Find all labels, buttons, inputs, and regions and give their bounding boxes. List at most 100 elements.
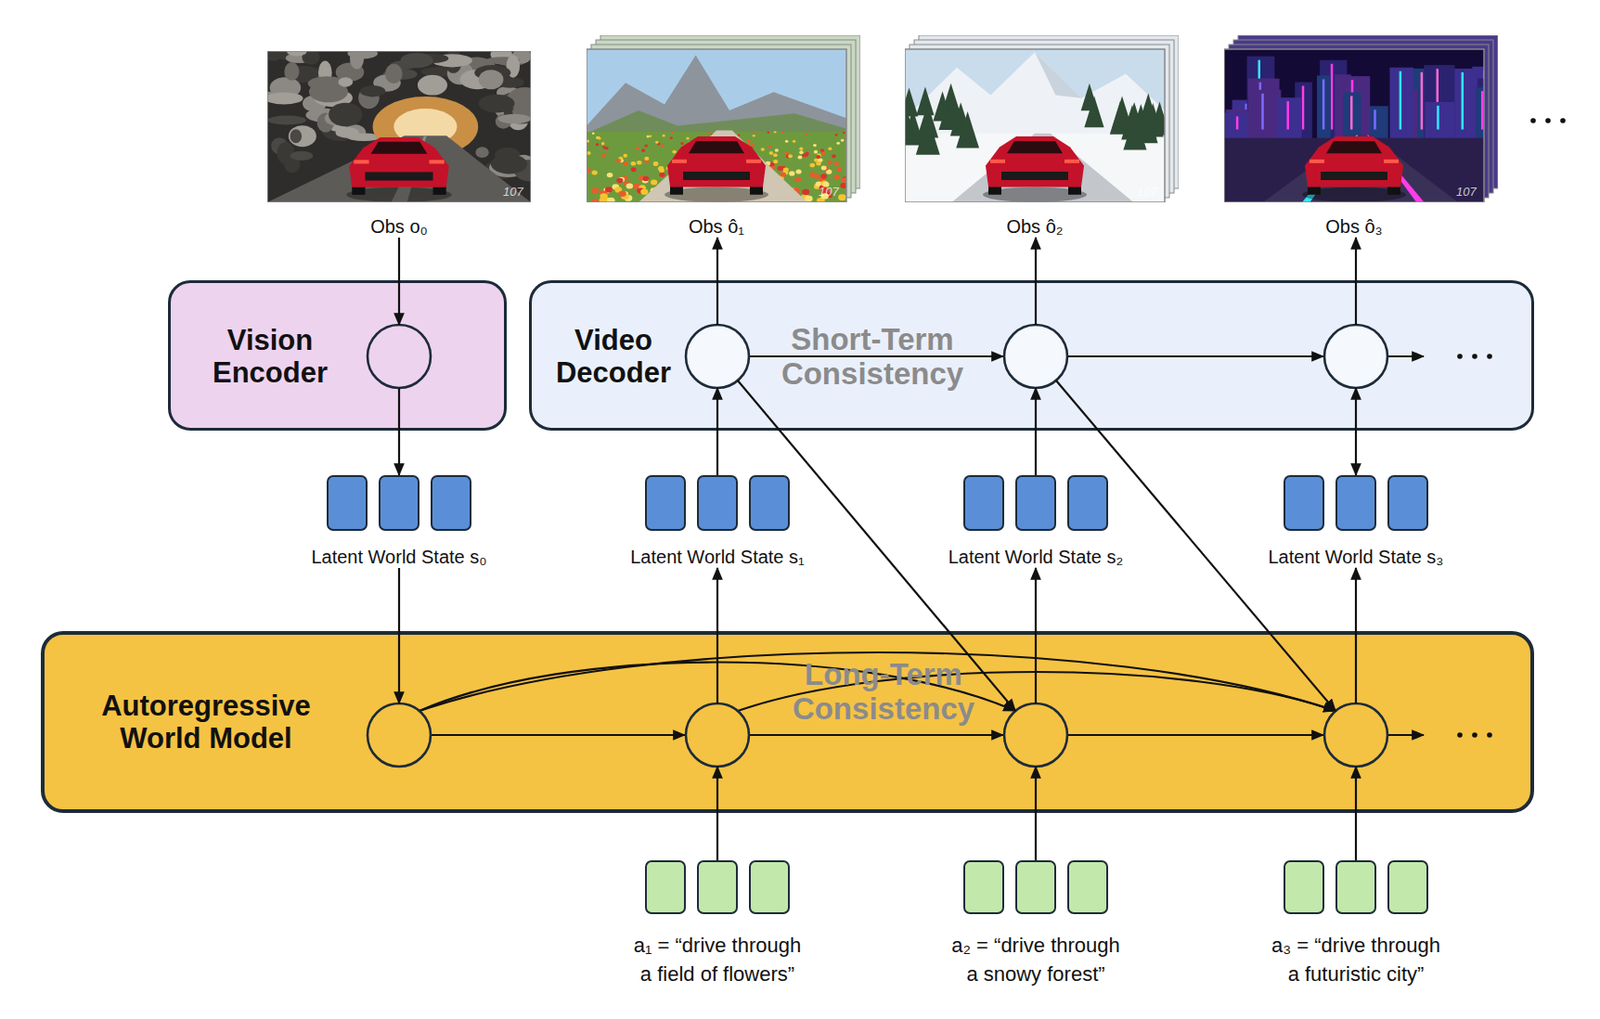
car-bumper	[1001, 171, 1069, 181]
latent-token	[1283, 475, 1325, 531]
token-group: Latent World State s₃	[1235, 475, 1477, 568]
action-label: a₁ = “drive through a field of flowers”	[601, 930, 834, 989]
flower	[792, 140, 796, 143]
band-title: Video Decoder	[543, 323, 684, 389]
sky	[1224, 49, 1484, 203]
neon-strip	[1436, 105, 1440, 130]
state-label: Latent World State s₀	[278, 545, 520, 568]
action-token	[696, 860, 738, 915]
flower	[812, 143, 817, 147]
flower	[795, 168, 801, 174]
ellipsis-dot	[1486, 732, 1493, 738]
car-taillight	[428, 159, 444, 164]
car-body	[348, 137, 450, 188]
action-label: a₃ = “drive through a futuristic city”	[1239, 930, 1472, 989]
pine-tree	[904, 104, 917, 140]
rock	[337, 77, 353, 87]
flower	[797, 154, 802, 159]
flower	[834, 161, 839, 166]
flower	[794, 177, 801, 183]
flower	[799, 150, 803, 155]
latent-token	[645, 475, 686, 531]
module-band: Vision Encoder	[167, 280, 507, 431]
state-label: Latent World State s₂	[915, 545, 1157, 568]
ellipsis-dot	[1530, 117, 1536, 124]
observation-frame	[904, 35, 1179, 203]
rock	[335, 127, 360, 139]
flower	[774, 148, 779, 153]
field	[586, 131, 847, 203]
flower	[648, 134, 652, 138]
module-band: Video Decoder Short-Term Consistency	[529, 280, 1535, 431]
band-title: Autoregressive World Model	[66, 689, 346, 755]
consistency-note: Short-Term Consistency	[761, 322, 984, 392]
flower	[641, 148, 646, 153]
token-group: a₂ = “drive through a snowy forest”	[915, 860, 1157, 989]
observation-node: Obs ô₁107	[586, 35, 861, 238]
rock	[478, 69, 504, 90]
scene-snow	[904, 49, 1165, 203]
flower	[660, 144, 665, 148]
flower	[606, 197, 616, 203]
flower	[767, 130, 771, 133]
rock	[385, 64, 403, 84]
token-row	[278, 475, 520, 531]
rock	[328, 103, 362, 128]
internal-arrow	[1387, 355, 1424, 358]
flower	[670, 130, 674, 133]
observation-label: Obs o₀	[267, 215, 531, 238]
observation-frame	[586, 35, 861, 203]
flower	[635, 146, 640, 150]
latent-token	[696, 475, 738, 531]
rock	[283, 62, 299, 81]
car-bumper	[364, 171, 433, 181]
action-token	[1335, 860, 1377, 915]
car-taillight	[990, 159, 1006, 164]
flower	[826, 160, 832, 165]
car-body	[667, 136, 766, 187]
action-token	[1283, 860, 1325, 915]
flower	[747, 139, 750, 142]
action-token	[748, 860, 790, 915]
flower	[592, 169, 598, 175]
flower	[809, 163, 815, 168]
frame-border	[904, 49, 1165, 203]
action-token	[1015, 860, 1057, 915]
ellipsis-dot	[1457, 353, 1463, 360]
flower	[595, 142, 600, 146]
state-circle	[685, 703, 749, 767]
flower	[801, 189, 810, 195]
flower	[655, 141, 659, 144]
flower	[815, 154, 821, 159]
car-taillight	[1064, 159, 1080, 164]
flower	[836, 167, 842, 172]
scene-tunnel	[267, 51, 531, 203]
state-circle	[1004, 703, 1068, 767]
rock	[290, 151, 314, 161]
latent-token	[1067, 475, 1109, 531]
flower	[831, 154, 837, 158]
token-row	[596, 475, 839, 531]
flower	[680, 141, 684, 145]
flower	[815, 161, 821, 166]
observation-node: Obs o₀107	[267, 51, 531, 238]
hud-speed: 107	[818, 185, 839, 199]
state-circle	[367, 703, 431, 767]
flower	[636, 160, 642, 165]
flower	[750, 142, 755, 146]
action-token	[645, 860, 686, 915]
token-group: a₃ = “drive through a futuristic city”	[1235, 860, 1477, 989]
flower	[586, 151, 592, 155]
neon-strip	[1481, 90, 1484, 130]
flower	[821, 166, 827, 171]
token-group: Latent World State s₁	[596, 475, 839, 568]
flower	[801, 153, 807, 157]
rock	[349, 51, 364, 69]
flower	[820, 148, 825, 153]
token-row	[1235, 860, 1477, 915]
flower	[592, 131, 595, 134]
state-label: Latent World State s₁	[596, 545, 839, 568]
state-circle	[1324, 324, 1388, 388]
flower	[804, 133, 808, 137]
snow-mountain	[904, 51, 1165, 142]
